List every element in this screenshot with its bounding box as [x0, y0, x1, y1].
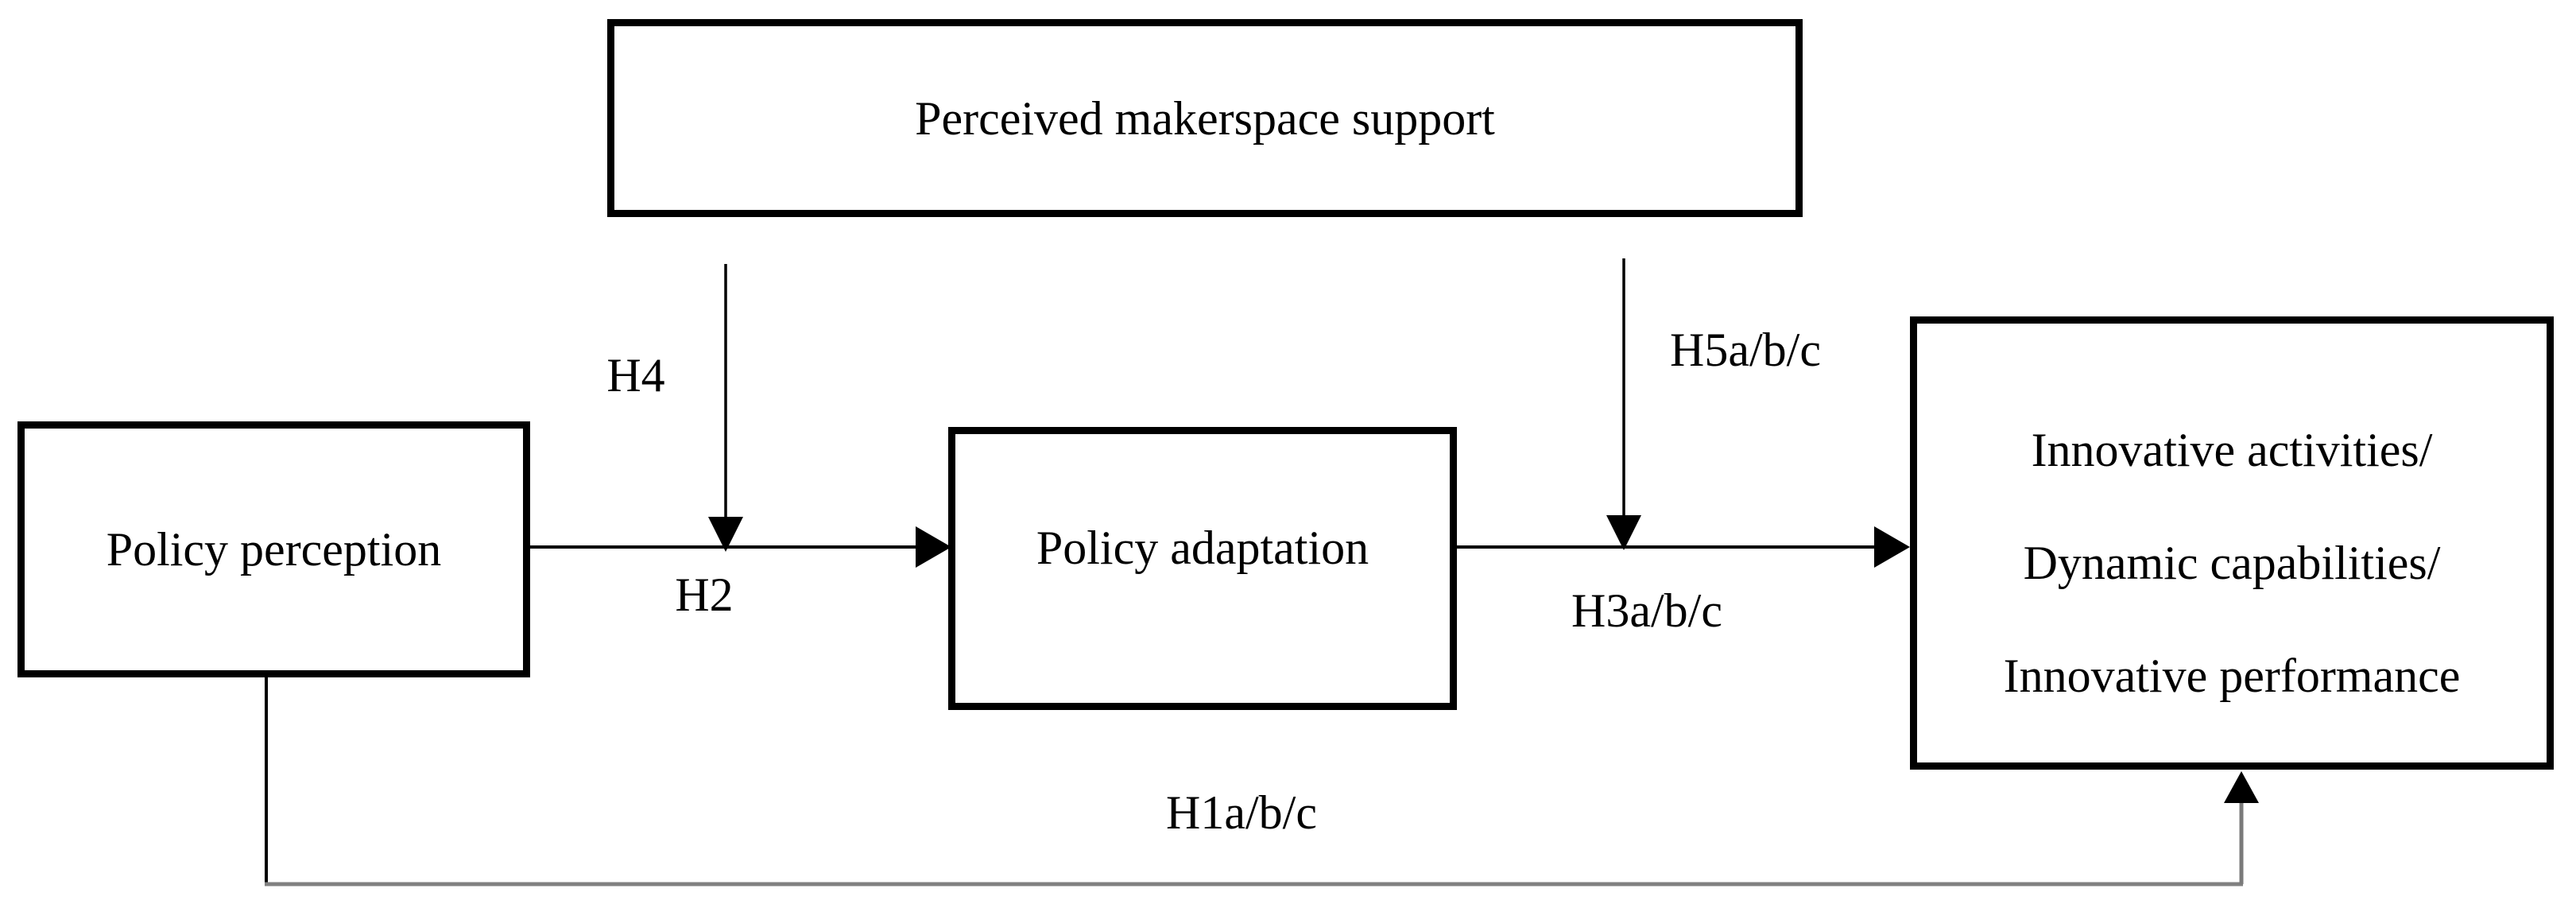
- h4-arrowhead: [708, 517, 743, 552]
- h1-arrowhead: [2224, 771, 2259, 803]
- node-innovation-outcomes: Innovative activities/ Dynamic capabilit…: [1910, 316, 2554, 770]
- h3-arrowhead: [1874, 526, 1910, 568]
- label-h5: H5a/b/c: [1670, 324, 1821, 376]
- h2-arrowhead: [916, 526, 951, 568]
- node-policy-adaptation-label: Policy adaptation: [1036, 522, 1369, 574]
- label-h4: H4: [606, 349, 665, 402]
- node-innovation-outcomes-line1: Innovative activities/: [2031, 424, 2433, 476]
- node-policy-adaptation: Policy adaptation: [948, 427, 1457, 710]
- h5-arrowhead: [1606, 515, 1641, 550]
- node-innovation-outcomes-line2: Dynamic capabilities/: [2023, 537, 2441, 589]
- label-h3: H3a/b/c: [1571, 584, 1722, 637]
- node-perceived-makerspace-support: Perceived makerspace support: [607, 19, 1803, 217]
- label-h1: H1a/b/c: [1166, 786, 1317, 839]
- node-policy-perception: Policy perception: [17, 421, 530, 677]
- label-h2: H2: [675, 568, 734, 621]
- node-policy-perception-label: Policy perception: [106, 523, 442, 576]
- node-innovation-outcomes-line3: Innovative performance: [2003, 650, 2461, 702]
- node-perceived-makerspace-support-label: Perceived makerspace support: [915, 91, 1495, 145]
